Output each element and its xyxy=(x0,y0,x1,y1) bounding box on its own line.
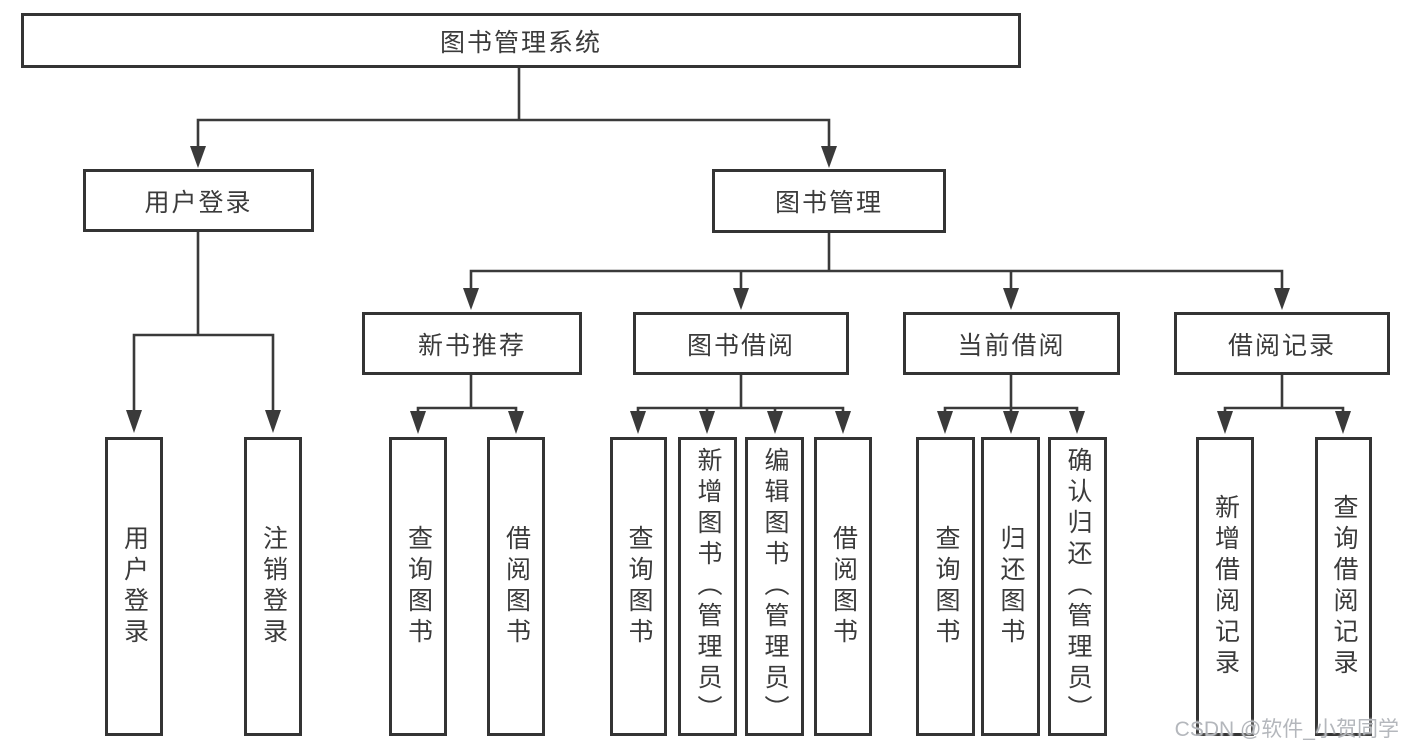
leaf-confirm-return-admin: 确认归还（管理员） xyxy=(1048,437,1107,736)
connector-line xyxy=(943,373,1079,414)
leaf-query-books-recommend: 查询图书 xyxy=(389,437,447,736)
arrowhead-down-icon xyxy=(1217,411,1233,434)
node-current-borrow: 当前借阅 xyxy=(903,312,1120,375)
arrowhead-down-icon xyxy=(1003,411,1019,434)
node-book-management-label: 图书管理 xyxy=(774,189,883,217)
arrowhead-down-icon xyxy=(733,288,749,310)
arrowhead-down-icon xyxy=(1335,411,1351,434)
connector-line xyxy=(416,373,518,414)
arrowhead-down-icon xyxy=(410,411,426,434)
leaf-query-borrow-record: 查询借阅记录 xyxy=(1315,437,1372,736)
connector-current-borrow-branch xyxy=(937,373,1085,434)
connector-root-to-level2 xyxy=(190,66,837,168)
node-borrow-records: 借阅记录 xyxy=(1174,312,1390,375)
node-user-login-label: 用户登录 xyxy=(144,188,253,217)
leaf-query-books-current: 查询图书 xyxy=(916,437,975,736)
arrowhead-down-icon xyxy=(767,411,783,434)
node-user-login: 用户登录 xyxy=(83,169,314,232)
leaf-borrow-books-borrow: 借阅图书 xyxy=(814,437,872,736)
leaf-add-book-admin: 新增图书（管理员） xyxy=(678,437,737,736)
arrowhead-down-icon xyxy=(937,411,953,434)
arrowhead-down-icon xyxy=(265,410,281,433)
leaf-return-book: 归还图书 xyxy=(981,437,1040,736)
node-current-borrow-label: 当前借阅 xyxy=(957,331,1066,360)
leaf-query-books-borrow: 查询图书 xyxy=(610,437,667,736)
arrowhead-down-icon xyxy=(835,411,851,434)
node-root-label: 图书管理系统 xyxy=(439,28,602,57)
connector-line xyxy=(636,373,845,414)
connector-line xyxy=(469,231,1284,291)
leaf-add-borrow-record: 新增借阅记录 xyxy=(1196,437,1254,736)
arrowhead-down-icon xyxy=(190,146,206,168)
node-borrow-records-label: 借阅记录 xyxy=(1227,331,1336,360)
node-book-management: 图书管理 xyxy=(712,169,946,233)
arrowhead-down-icon xyxy=(1274,288,1290,310)
leaf-logout-label: 注销登录 xyxy=(259,524,288,649)
leaf-confirm-return-admin-label: 确认归还（管理员） xyxy=(1064,447,1092,726)
node-root: 图书管理系统 xyxy=(21,13,1021,68)
arrowhead-down-icon xyxy=(508,411,524,434)
leaf-edit-book-admin: 编辑图书（管理员） xyxy=(745,437,804,736)
connector-user-login-branch xyxy=(126,230,281,433)
node-book-borrow: 图书借阅 xyxy=(633,312,849,375)
leaf-query-borrow-record-label: 查询借阅记录 xyxy=(1330,493,1358,680)
arrowhead-down-icon xyxy=(699,411,715,434)
leaf-return-book-label: 归还图书 xyxy=(997,524,1025,649)
leaf-user-login: 用户登录 xyxy=(105,437,163,736)
leaf-logout: 注销登录 xyxy=(244,437,302,736)
connector-book-borrow-branch xyxy=(630,373,851,434)
node-new-book-recommend-label: 新书推荐 xyxy=(417,331,526,360)
leaf-edit-book-admin-label: 编辑图书（管理员） xyxy=(761,447,789,726)
connector-line xyxy=(1223,373,1345,414)
arrowhead-down-icon xyxy=(821,146,837,168)
connector-line xyxy=(196,66,831,150)
arrowhead-down-icon xyxy=(1003,288,1019,310)
leaf-query-books-recommend-label: 查询图书 xyxy=(404,524,433,649)
connector-book-management-to-level3 xyxy=(463,231,1290,310)
leaf-add-book-admin-label: 新增图书（管理员） xyxy=(694,447,722,726)
leaf-query-books-current-label: 查询图书 xyxy=(932,524,960,649)
connector-new-book-recommend-branch xyxy=(410,373,524,434)
node-book-borrow-label: 图书借阅 xyxy=(686,331,795,360)
connector-line xyxy=(132,230,275,412)
node-new-book-recommend: 新书推荐 xyxy=(362,312,582,375)
leaf-borrow-books-recommend-label: 借阅图书 xyxy=(502,524,531,649)
arrowhead-down-icon xyxy=(630,411,646,434)
leaf-borrow-books-borrow-label: 借阅图书 xyxy=(829,524,858,649)
arrowhead-down-icon xyxy=(463,288,479,310)
leaf-borrow-books-recommend: 借阅图书 xyxy=(487,437,545,736)
leaf-query-books-borrow-label: 查询图书 xyxy=(625,524,653,649)
arrowhead-down-icon xyxy=(126,410,142,433)
leaf-add-borrow-record-label: 新增借阅记录 xyxy=(1211,493,1240,680)
connector-borrow-records-branch xyxy=(1217,373,1351,434)
leaf-user-login-label: 用户登录 xyxy=(120,524,149,649)
arrowhead-down-icon xyxy=(1069,411,1085,434)
